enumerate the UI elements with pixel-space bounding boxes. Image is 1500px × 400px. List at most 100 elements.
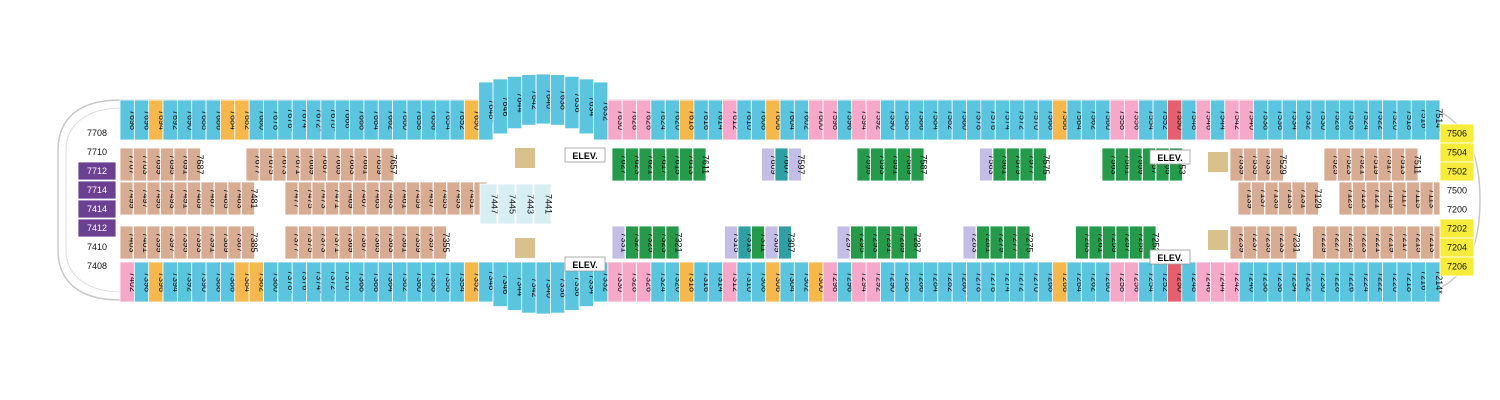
cabin-port-inner-3[interactable]: 7517 [1377, 147, 1396, 182]
cabin-aft[interactable]: 7708 [77, 123, 117, 143]
cabin-port-inner-b[interactable]: 7487 [200, 181, 219, 216]
cabin-port-inner[interactable]: 7665 [326, 147, 345, 182]
cabin-stbd-outer[interactable]: 7298 [822, 261, 841, 303]
cabin-stbd-inner[interactable]: 7357 [419, 225, 438, 260]
cabin-fwd-end[interactable]: 7500 [1439, 180, 1475, 201]
cabin-stbd-inner-2[interactable]: 7261 [1088, 225, 1107, 260]
cabin-port-inner[interactable]: 7707 [119, 147, 138, 182]
cabin-port-inner-b[interactable]: 7451 [460, 181, 479, 216]
cabin-port-inner-3[interactable]: 7525 [1323, 147, 1342, 182]
cabin-stbd-inner-2[interactable]: 7313 [737, 225, 756, 260]
cabin-stbd-inner-3[interactable]: 7239 [1229, 225, 1248, 260]
cabin-port-outer[interactable]: 7572 [1009, 99, 1028, 141]
cabin-port-inner-2[interactable]: 7589 [897, 147, 916, 182]
cabin-stbd-inner-3[interactable]: 7217 [1393, 225, 1412, 260]
cabin-stbd-inner-2[interactable]: 7255 [1129, 225, 1148, 260]
cabin-stbd-inner-3[interactable]: 7237 [1243, 225, 1262, 260]
cabin-stbd-inner[interactable]: 7389 [214, 225, 233, 260]
cabin-port-outer[interactable]: 7594 [851, 99, 870, 141]
cabin-port-inner[interactable]: 7699 [146, 147, 165, 182]
cabin-port-inner-2[interactable]: 7563 [1101, 147, 1120, 182]
cabin-center[interactable]: 7447 [479, 183, 500, 225]
cabin-port-inner-b[interactable]: 7493 [160, 181, 179, 216]
cabin-port-inner-b[interactable]: 7457 [419, 181, 438, 216]
cabin-stbd-inner-3[interactable]: 7227 [1325, 225, 1344, 260]
cabin-stbd-inner[interactable]: 7387 [227, 225, 246, 260]
cabin-aft[interactable]: 7414 [77, 199, 117, 219]
cabin-port-outer[interactable]: 7528 [1324, 99, 1343, 141]
cabin-stbd-inner-3[interactable]: 7233 [1270, 225, 1289, 260]
cabin-port-inner-2[interactable]: 7615 [665, 147, 684, 182]
cabin-port-inner-2[interactable]: 7623 [625, 147, 644, 182]
cabin-stbd-inner-2[interactable]: 7275 [1016, 225, 1035, 260]
cabin-port-inner-b[interactable]: 7497 [133, 181, 152, 216]
cabin-stbd-outer[interactable]: 7384 [234, 261, 253, 303]
cabin-stbd-outer[interactable]: 7244 [1210, 261, 1229, 303]
cabin-stbd-inner[interactable]: 7395 [173, 225, 192, 260]
cabin-stbd-inner-2[interactable]: 7311 [751, 225, 770, 260]
cabin-stbd-inner[interactable]: 7363 [379, 225, 398, 260]
cabin-port-outer[interactable]: 7656 [420, 99, 439, 141]
cabin-center[interactable]: 7445 [497, 183, 518, 225]
cabin-port-outer[interactable]: 7640 [535, 73, 554, 125]
cabin-stbd-inner-3[interactable]: 7231 [1283, 225, 1302, 260]
cabin-fwd-end[interactable]: 7502 [1439, 161, 1475, 182]
cabin-stbd-outer[interactable]: 7402 [119, 261, 138, 303]
cabin-aft[interactable]: 7412 [77, 218, 117, 238]
cabin-aft[interactable]: 7714 [77, 180, 117, 200]
cabin-port-inner[interactable]: 7695 [160, 147, 179, 182]
cabin-port-inner-2[interactable]: 7617 [652, 147, 671, 182]
cabin-port-outer[interactable]: 7592 [865, 99, 884, 141]
cabin-stbd-inner-3[interactable]: 7221 [1366, 225, 1385, 260]
cabin-stbd-inner-2[interactable]: 7307 [778, 225, 797, 260]
cabin-stbd-inner-2[interactable]: 7323 [652, 225, 671, 260]
cabin-stbd-inner-3[interactable]: 7213 [1420, 225, 1439, 260]
cabin-port-inner-2[interactable]: 7607 [774, 147, 793, 182]
cabin-stbd-inner-3[interactable]: 7215 [1406, 225, 1425, 260]
cabin-port-inner-b[interactable]: 7489 [187, 181, 206, 216]
cabin-stbd-inner-3[interactable]: 7235 [1256, 225, 1275, 260]
cabin-stbd-inner-2[interactable]: 7289 [890, 225, 909, 260]
cabin-fwd-end[interactable]: 7204 [1439, 237, 1475, 258]
cabin-port-inner-2[interactable]: 7575 [1033, 147, 1052, 182]
cabin-fwd-end[interactable]: 7200 [1439, 199, 1475, 220]
cabin-port-outer[interactable]: 7514* [1425, 99, 1444, 141]
cabin-port-inner-b[interactable]: 7485 [214, 181, 233, 216]
cabin-port-inner-3[interactable]: 7539 [1229, 147, 1248, 182]
cabin-port-inner-b[interactable]: 7467 [352, 181, 371, 216]
cabin-center[interactable]: 7443 [515, 183, 536, 225]
cabin-port-inner[interactable]: 7677 [245, 147, 264, 182]
cabin-stbd-outer[interactable]: 7288 [894, 261, 913, 303]
cabin-stbd-outer[interactable]: 7232 [1296, 261, 1315, 303]
cabin-port-inner[interactable]: 7671 [286, 147, 305, 182]
cabin-port-outer[interactable]: 7610 [736, 99, 755, 141]
cabin-stbd-inner-2[interactable]: 7281 [976, 225, 995, 260]
cabin-port-inner-b[interactable]: 7475 [298, 181, 317, 216]
cabin-stbd-inner-2[interactable]: 7309 [764, 225, 783, 260]
cabin-stbd-inner-2[interactable]: 7327 [625, 225, 644, 260]
cabin-port-inner-b[interactable]: 7477 [284, 181, 303, 216]
cabin-stbd-inner-3[interactable]: 7223 [1352, 225, 1371, 260]
cabin-fwd-inner[interactable]: 7129 [1305, 181, 1324, 216]
cabin-stbd-inner-2[interactable]: 7263 [1075, 225, 1094, 260]
cabin-port-inner-b[interactable]: 7465 [365, 181, 384, 216]
cabin-stbd-outer[interactable]: 7342 [521, 261, 540, 314]
cabin-stbd-inner-3[interactable]: 7219 [1379, 225, 1398, 260]
cabin-port-inner-3[interactable]: 7511 [1404, 147, 1423, 182]
cabin-port-inner-b[interactable]: 7459 [406, 181, 425, 216]
cabin-stbd-outer[interactable]: 7256 [1123, 261, 1143, 303]
cabin-fwd-end[interactable]: 7202 [1439, 218, 1475, 239]
cabin-port-inner-2[interactable]: 7591 [883, 147, 902, 182]
cabin-stbd-inner-3[interactable]: 7229 [1312, 225, 1331, 260]
cabin-port-outer[interactable]: 7516* [1410, 99, 1429, 141]
cabin-stbd-outer[interactable]: 7338 [550, 261, 569, 314]
cabin-port-outer[interactable]: 7668* [334, 99, 353, 141]
cabin-port-outer[interactable]: 7676* [277, 99, 296, 141]
cabin-stbd-outer[interactable]: 7358 [420, 261, 439, 303]
cabin-port-inner-b[interactable]: 7455 [433, 181, 452, 216]
cabin-port-outer[interactable]: 7618 [679, 99, 698, 141]
cabin-port-inner[interactable]: 7669 [299, 147, 318, 182]
cabin-aft[interactable]: 7712 [77, 161, 117, 181]
cabin-port-inner-2[interactable]: 7613 [679, 147, 698, 182]
cabin-stbd-inner[interactable]: 7393 [187, 225, 206, 260]
